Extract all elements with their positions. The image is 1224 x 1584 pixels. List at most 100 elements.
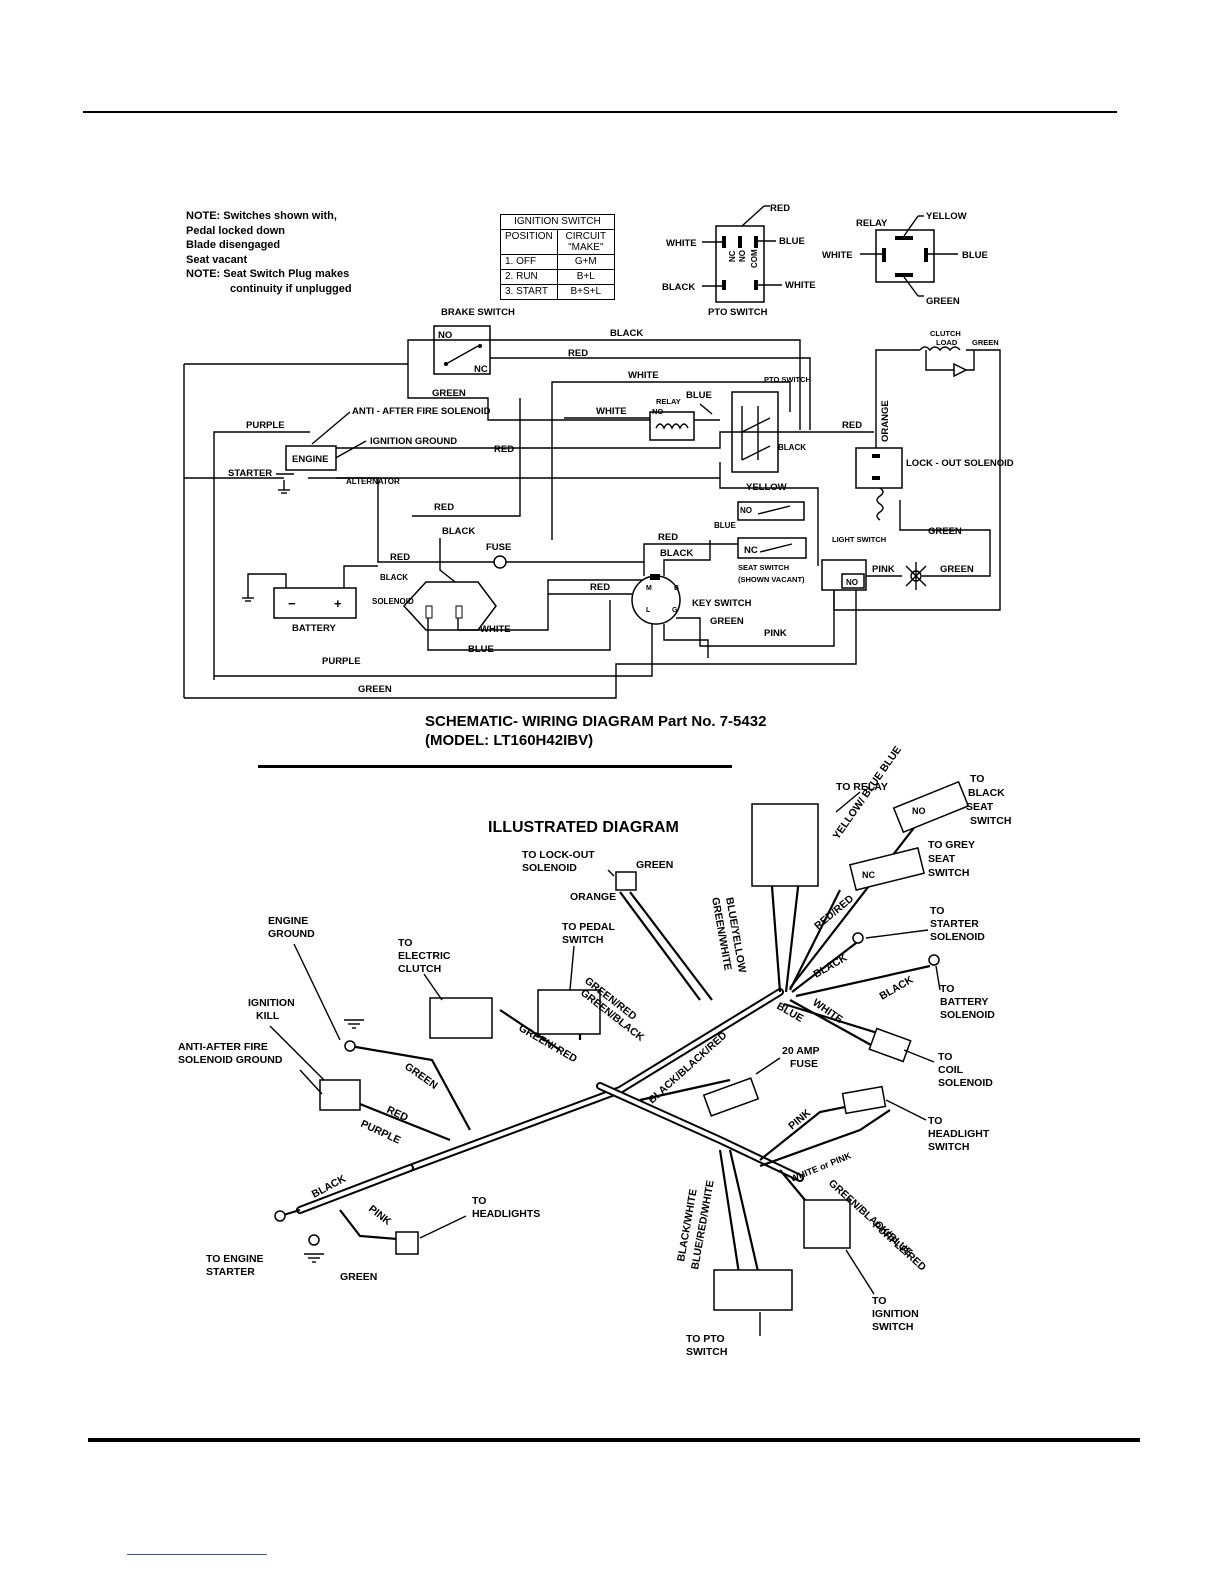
engine-symbol xyxy=(285,445,337,471)
component-label: SEAT SWITCH xyxy=(738,563,789,572)
clutch-coil xyxy=(919,346,961,352)
ground-icon xyxy=(344,1019,364,1029)
battery-plus: + xyxy=(334,596,342,611)
connector-label: NO xyxy=(912,806,926,816)
headlight-bulb-icon xyxy=(905,562,927,590)
component-label: LOAD xyxy=(936,338,958,347)
terminal-b: B xyxy=(674,585,679,592)
wire-label: GREEN xyxy=(636,859,673,871)
component-label: LOCK - OUT SOLENOID xyxy=(906,458,1014,469)
fuse-holder xyxy=(702,1077,760,1117)
wire-label: GREEN xyxy=(926,296,960,307)
wire-label: YELLOW xyxy=(926,211,967,222)
component-label: FUSE xyxy=(486,542,511,553)
connector-label: NC xyxy=(862,870,875,880)
wire-label: RED xyxy=(658,532,678,543)
ignition-switch-connector xyxy=(803,1199,851,1249)
clutch-connector xyxy=(429,997,493,1039)
note-line: continuity if unplugged xyxy=(230,282,352,295)
engine-starter-terminal xyxy=(274,1210,286,1222)
wire-label: GREEN xyxy=(928,526,962,537)
pto-switch-detail: RED WHITE BLUE BLACK WHITE NC NO COM PTO… xyxy=(662,203,816,318)
note-line: NOTE: Seat Switch Plug makes xyxy=(186,268,350,281)
wire-label: GREEN xyxy=(340,1271,377,1283)
starter-solenoid-terminal xyxy=(852,932,864,944)
battery-minus: − xyxy=(288,596,296,611)
wire-label: BLACK xyxy=(380,573,408,582)
brake-switch-label: BRAKE SWITCH xyxy=(441,307,515,318)
component-label: LIGHT SWITCH xyxy=(832,535,886,544)
wire-label: BLACK xyxy=(778,443,806,452)
caption-line: SCHEMATIC- WIRING DIAGRAM Part No. 7-543… xyxy=(425,713,767,730)
component-label: RELAY xyxy=(656,397,681,406)
ignition-switch-table: IGNITION SWITCH POSITION CIRCUIT "MAKE" … xyxy=(500,214,615,300)
headlights-connector xyxy=(395,1231,419,1255)
table-cell: 3. START xyxy=(500,284,558,300)
lock-out-solenoid-label: LOCK - OUT SOLENOID xyxy=(906,458,1014,469)
component-label: (SHOWN VACANT) xyxy=(738,575,805,584)
caption-line: (MODEL: LT160H42IBV) xyxy=(425,732,594,749)
wire-label: RED xyxy=(390,552,410,563)
illustrated-title: ILLUSTRATED DIAGRAM xyxy=(488,819,679,836)
key-switch-symbol xyxy=(631,575,681,625)
component-label: ENGINE xyxy=(292,454,328,465)
component-label: STARTER xyxy=(228,468,272,479)
note-line: Blade disengaged xyxy=(186,239,281,252)
wire-label: WHITE xyxy=(628,370,659,381)
illustrated-harness: NO NC xyxy=(178,744,1011,1358)
wire-label: BLACK xyxy=(812,952,850,981)
component-label: RELAY xyxy=(856,218,888,229)
wire-label: ORANGE xyxy=(570,891,616,903)
wire-label: WHITE xyxy=(596,406,627,417)
table-header: POSITION xyxy=(500,229,558,255)
footer-link-underline[interactable] xyxy=(127,1554,267,1555)
note-line: Seat vacant xyxy=(186,253,248,266)
grey-seat-switch-connector xyxy=(848,847,926,891)
terminal-label: NC xyxy=(474,364,488,375)
wire-label: BLACK xyxy=(442,526,475,537)
wire-label: WHITE xyxy=(822,250,853,261)
wire-label: RED xyxy=(842,420,862,431)
wire-label: GREEN xyxy=(432,388,466,399)
engine-ground-terminal xyxy=(344,1040,356,1052)
lock-out-connector xyxy=(615,871,637,891)
ground-icon xyxy=(304,1253,324,1263)
coil-solenoid-connector xyxy=(868,1027,912,1063)
wire-label: BLUE xyxy=(714,521,736,530)
wire-label: BLACK xyxy=(610,328,643,339)
schematic-wiring: BRAKE SWITCH NO NC BLACK RED GREEN WHITE… xyxy=(183,307,1014,699)
top-rule xyxy=(83,111,1117,113)
headlight-switch-connector xyxy=(841,1085,887,1115)
terminal-label: NC xyxy=(744,545,758,556)
terminal-label: NO xyxy=(438,330,452,341)
wire-label: YELLOW xyxy=(746,482,787,493)
wire-label: PURPLE/RED xyxy=(870,1219,929,1273)
relay-connector xyxy=(751,803,819,887)
wire-label: RED xyxy=(385,1104,411,1124)
wire-label: ORANGE xyxy=(880,400,891,442)
wire-label: GREEN xyxy=(940,564,974,575)
wire-label: BLACK xyxy=(878,974,916,1003)
terminal-label: NO xyxy=(740,506,752,515)
component-label: KEY SWITCH xyxy=(692,598,752,609)
wire-label: RED xyxy=(494,444,514,455)
wire-label: PINK xyxy=(764,628,787,639)
schematic-caption: SCHEMATIC- WIRING DIAGRAM Part No. 7-543… xyxy=(425,712,766,750)
wire-label: PINK xyxy=(366,1203,393,1228)
terminal-label: COM xyxy=(750,249,759,268)
component-label: PTO SWITCH xyxy=(764,375,811,384)
wire-label: RED xyxy=(590,582,610,593)
wire-label: GREEN xyxy=(710,616,744,627)
